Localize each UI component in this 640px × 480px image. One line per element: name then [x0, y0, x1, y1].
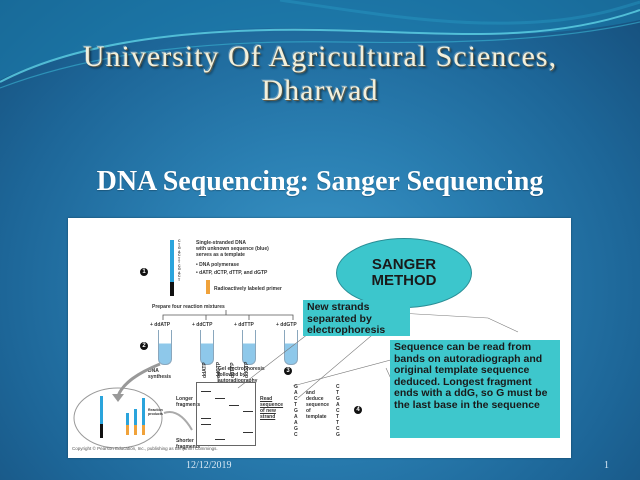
- callout-new-strands: New strands separated by electrophoresis: [303, 300, 410, 336]
- ellipse-label-line-1: SANGER: [371, 256, 437, 273]
- product-bar-4-primer: [142, 425, 145, 435]
- step-2-marker: 2: [140, 342, 148, 350]
- gel-lane-a: ddATP: [202, 362, 208, 378]
- ellipse-label-line-2: METHOD: [371, 272, 437, 289]
- product-bar-2-primer: [126, 425, 129, 435]
- reaction-tube-c: [200, 330, 214, 365]
- deduce-template-label: and deduce sequence of template: [306, 390, 330, 420]
- step-4-marker: 4: [354, 406, 362, 414]
- autoradiograph-gel: [196, 382, 256, 446]
- copyright-notice: Copyright © Pearson Education, Inc., pub…: [72, 446, 218, 451]
- product-bar-3-primer: [134, 425, 137, 435]
- shorter-fragments-label: Shorter fragments: [176, 438, 201, 450]
- longer-fragments-label: Longer fragments: [176, 396, 201, 408]
- template-strand-black: [170, 282, 174, 296]
- gel-band: [201, 424, 211, 425]
- reaction-tube-g: [284, 330, 298, 365]
- title-line-2: Dharwad: [261, 74, 379, 107]
- step-1-marker: 1: [140, 268, 148, 276]
- new-strand-sequence: GACTGAAGC: [294, 384, 298, 438]
- footer-page-number: 1: [604, 460, 609, 471]
- dna-synthesis-label: DNA synthesis: [148, 368, 172, 380]
- header-swoosh-decoration: [0, 0, 640, 89]
- template-bases: C T G A C T T C G A C T: [178, 239, 181, 282]
- branch-lines: [162, 310, 294, 320]
- product-bar-2: [126, 413, 129, 425]
- electrophoresis-label: Gel electrophoresis followed by autoradi…: [218, 366, 265, 384]
- template-strand-blue: [170, 240, 174, 282]
- slide-subtitle: DNA Sequencing: Sanger Sequencing: [96, 166, 544, 197]
- product-bar-4: [142, 398, 145, 425]
- gel-lane-c: ddCTP: [216, 361, 222, 378]
- reaction-tube-a: [158, 330, 172, 365]
- tube-label-ddttp: + ddTTP: [234, 322, 254, 328]
- product-bar-1-primer: [100, 424, 103, 438]
- template-description: Single-stranded DNA with unknown sequenc…: [196, 240, 269, 258]
- gel-band: [215, 439, 225, 440]
- tube-label-ddatp: + ddATP: [150, 322, 171, 328]
- gel-band: [201, 391, 211, 392]
- callout-sequence-read: Sequence can be read from bands on autor…: [390, 340, 560, 438]
- tube-label-ddgtp: + ddGTP: [276, 322, 297, 328]
- primer-orange: [206, 280, 210, 294]
- sanger-method-ellipse: SANGER METHOD: [336, 238, 472, 308]
- gel-band: [229, 405, 239, 406]
- slide-title: University Of Agricultural Sciences, Dha…: [0, 40, 640, 108]
- product-bar-3: [134, 409, 137, 425]
- reaction-tube-t: [242, 330, 256, 365]
- gel-lane-t: ddTTP: [230, 362, 236, 378]
- tube-label-ddctp: + ddCTP: [192, 322, 213, 328]
- prepare-mixtures-label: Prepare four reaction mixtures: [152, 304, 225, 310]
- gel-band: [243, 432, 253, 433]
- gel-lane-g: ddGTP: [244, 361, 250, 378]
- dna-polymerase-item: • DNA polymerase: [196, 262, 239, 268]
- gel-band: [201, 418, 211, 419]
- step-3-marker: 3: [284, 367, 292, 375]
- read-sequence-label: Read sequence of new strand: [260, 396, 284, 420]
- reaction-products-label: Reaction products: [148, 408, 163, 416]
- product-bar-1: [100, 396, 103, 424]
- title-line-1: University Of Agricultural Sciences,: [82, 40, 558, 73]
- gel-band: [243, 411, 253, 412]
- footer-date: 12/12/2019: [186, 460, 232, 471]
- sanger-method-figure: 1 C T G A C T T C G A C T Single-strande…: [68, 218, 571, 458]
- primer-label: Radioactively labeled primer: [214, 286, 282, 292]
- template-sequence: CTGACTTCG: [336, 384, 340, 438]
- dntp-item: • dATP, dCTP, dTTP, and dGTP: [196, 270, 268, 276]
- gel-band: [215, 398, 225, 399]
